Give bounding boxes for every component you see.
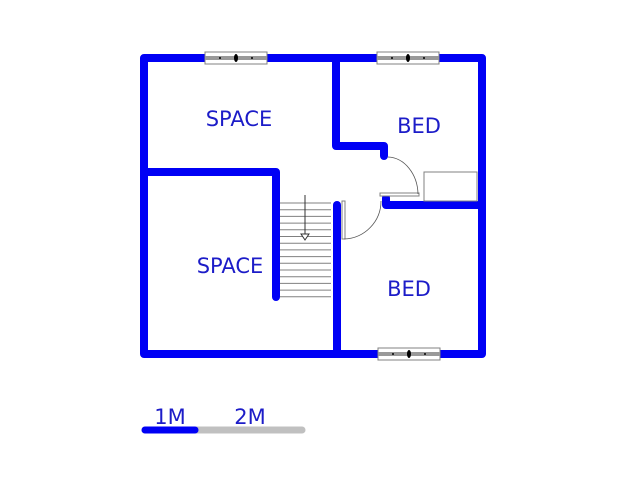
door-bed-top: [379, 156, 420, 197]
window-handle: [407, 350, 411, 358]
staircase: [280, 195, 331, 298]
window-pin: [391, 57, 393, 59]
window: [377, 347, 441, 361]
walls: [140, 54, 486, 358]
window-pin: [219, 57, 221, 59]
window-pin: [251, 57, 253, 59]
room-label-bed-bottom: BED: [387, 277, 431, 301]
fixtures: [204, 51, 478, 361]
door-leaf: [341, 200, 346, 240]
wall: [140, 54, 486, 358]
scale-label-2m: 2M: [234, 405, 265, 429]
door-bed-bottom: [341, 200, 382, 240]
wall: [332, 54, 388, 160]
window: [204, 51, 268, 65]
room-label-space-top: SPACE: [206, 107, 273, 131]
wall: [140, 168, 280, 301]
scale-label-1m: 1M: [154, 405, 185, 429]
window: [376, 51, 440, 65]
window-pin: [423, 57, 425, 59]
stair-arrow-icon: [300, 233, 310, 241]
window-pin: [424, 353, 426, 355]
door-swing-arc: [343, 200, 382, 240]
room-label-bed-top: BED: [397, 114, 441, 138]
door-swing-arc: [387, 156, 419, 195]
window-handle: [406, 54, 410, 62]
door-leaf: [379, 192, 420, 197]
window-handle: [234, 54, 238, 62]
room-label-space-bottom: SPACE: [197, 254, 264, 278]
wall: [382, 194, 486, 209]
window-pin: [392, 353, 394, 355]
cupboard: [423, 171, 478, 202]
scale-bar: 1M 2M: [141, 405, 306, 434]
